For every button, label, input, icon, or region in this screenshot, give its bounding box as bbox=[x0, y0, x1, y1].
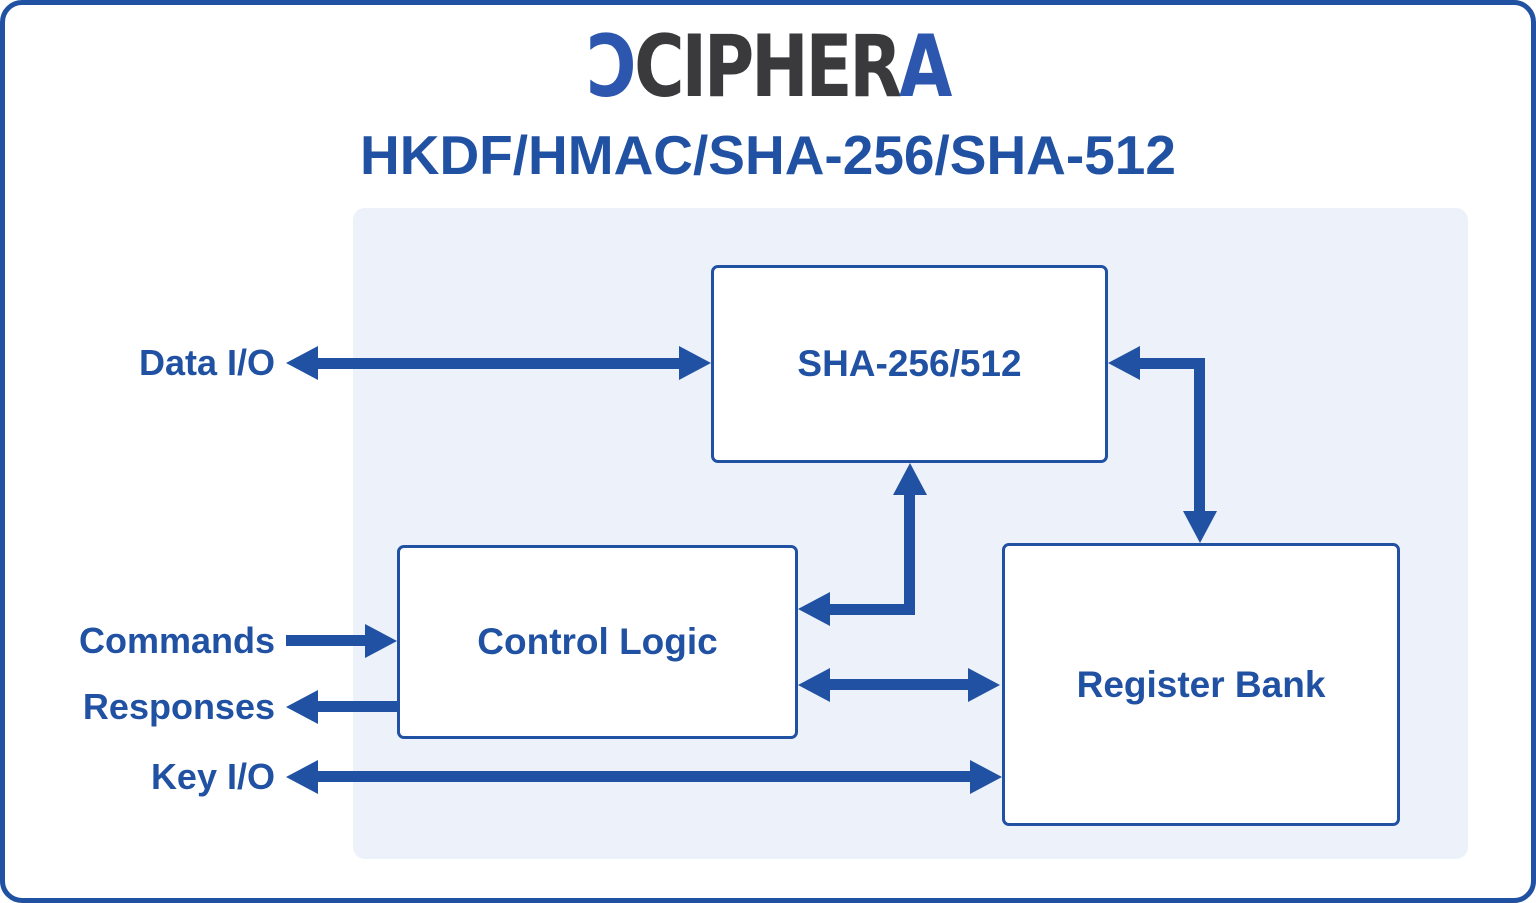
xiphera-logo: ƆCIPHERA bbox=[158, 17, 1379, 117]
page-title: HKDF/HMAC/SHA-256/SHA-512 bbox=[360, 124, 1176, 186]
arrowhead-left-icon bbox=[1108, 346, 1140, 380]
block-control-logic-label: Control Logic bbox=[477, 621, 718, 662]
arrow-line bbox=[828, 679, 970, 690]
block-control-logic: Control Logic bbox=[397, 545, 798, 739]
arrow-line-horizontal bbox=[1138, 358, 1205, 369]
block-sha-label: SHA-256/512 bbox=[797, 343, 1022, 384]
arrowhead-left-icon bbox=[286, 346, 318, 380]
arrowhead-left-icon bbox=[286, 760, 318, 794]
label-data-io: Data I/O bbox=[138, 342, 275, 383]
arrowhead-right-icon bbox=[968, 668, 1000, 702]
logo-letters-cipher: CIPHER bbox=[634, 17, 902, 117]
label-key-io: Key I/O bbox=[150, 756, 275, 797]
label-commands: Commands bbox=[78, 620, 275, 661]
arrowhead-right-icon bbox=[365, 624, 397, 658]
block-sha-256-512: SHA-256/512 bbox=[711, 265, 1108, 463]
arrow-line bbox=[316, 771, 972, 782]
arrow-line bbox=[316, 701, 399, 712]
logo-open-o-glyph: Ɔ bbox=[586, 17, 638, 117]
label-responses: Responses bbox=[82, 686, 275, 727]
arrow-line bbox=[286, 635, 368, 646]
arrow-line-vertical bbox=[904, 493, 915, 615]
block-register-bank-label: Register Bank bbox=[1076, 663, 1326, 705]
arrowhead-down-icon bbox=[1183, 511, 1217, 543]
arrowhead-up-icon bbox=[893, 463, 927, 495]
arrowhead-left-icon bbox=[286, 690, 318, 724]
arrowhead-right-icon bbox=[970, 760, 1002, 794]
arrow-line bbox=[316, 358, 681, 369]
arrow-line-horizontal bbox=[830, 604, 915, 615]
block-register-bank: Register Bank bbox=[1002, 543, 1400, 826]
arrowhead-left-icon bbox=[798, 668, 830, 702]
arrowhead-left-icon bbox=[798, 592, 830, 626]
arrow-line-vertical bbox=[1194, 358, 1205, 511]
arrowhead-right-icon bbox=[679, 346, 711, 380]
logo-letter-a: A bbox=[899, 17, 952, 117]
